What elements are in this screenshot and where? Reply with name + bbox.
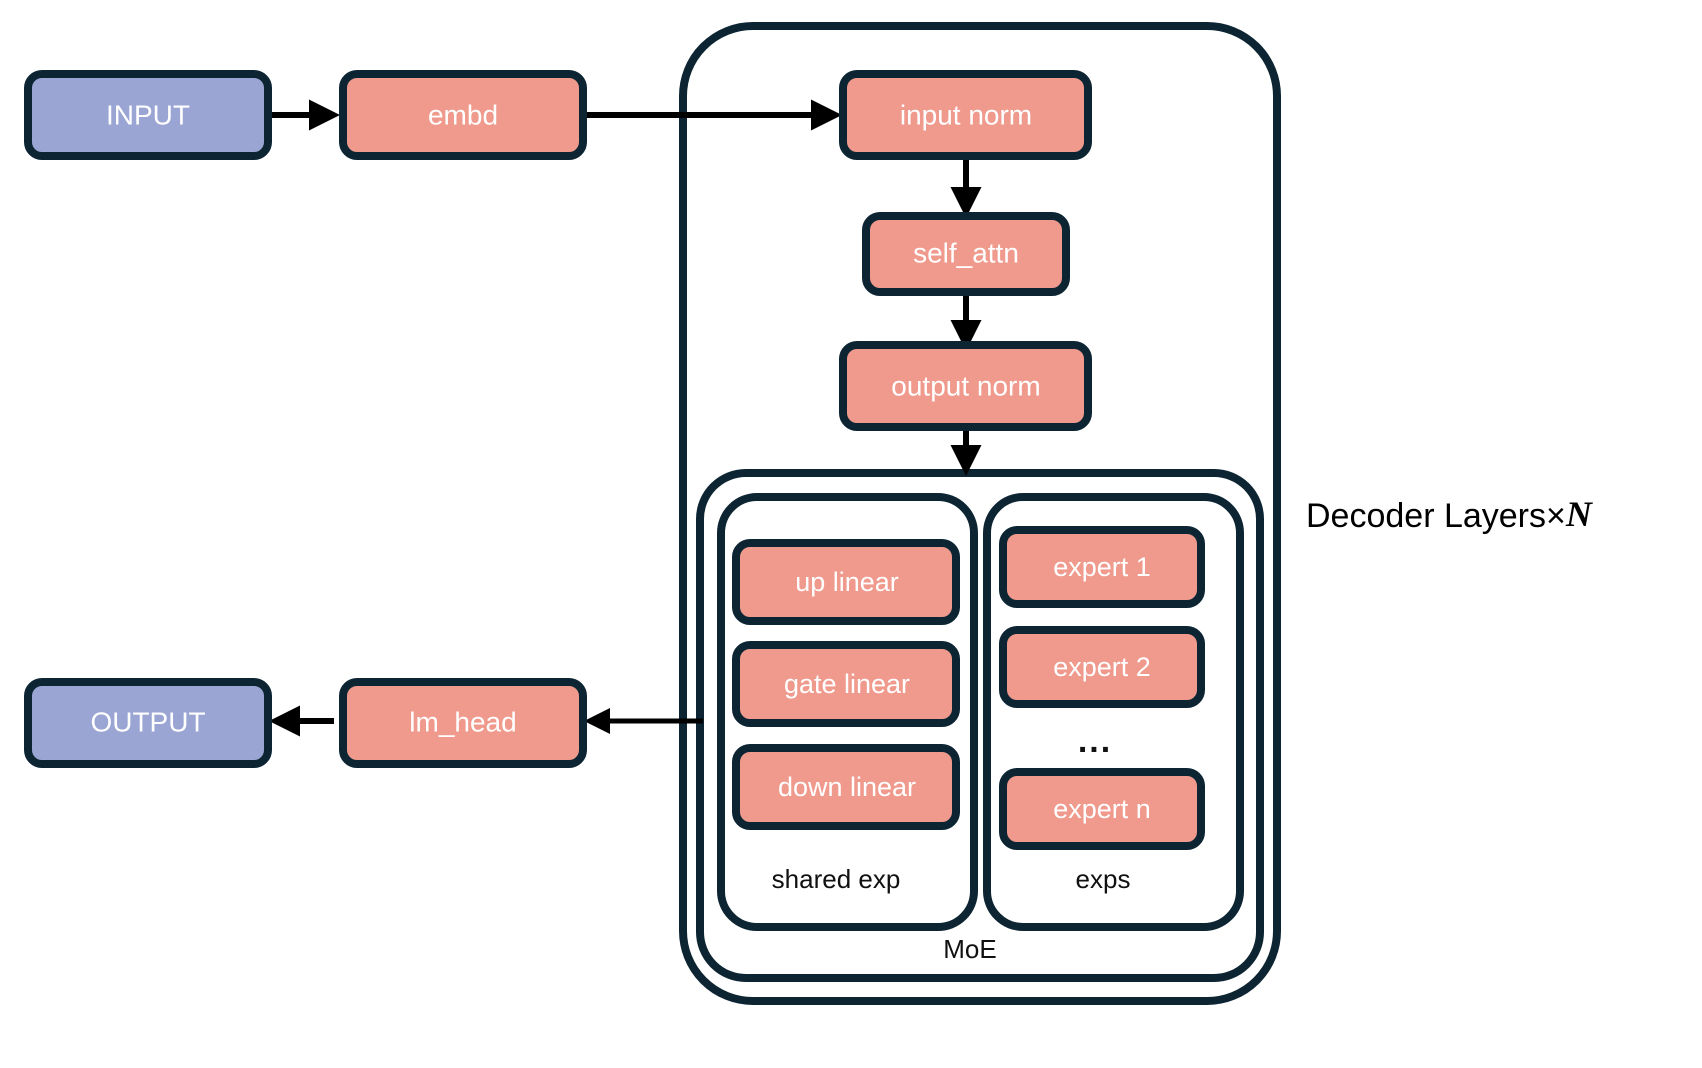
shared-expert-caption: shared exp [772, 864, 901, 894]
shared-expert-container: shared exp [717, 493, 978, 931]
node-expert-n[interactable]: expert n [999, 768, 1205, 850]
node-down-linear[interactable]: down linear [732, 744, 960, 830]
node-expert-1[interactable]: expert 1 [999, 526, 1205, 608]
node-self-attn[interactable]: self_attn [862, 212, 1070, 296]
node-input-norm[interactable]: input norm [839, 70, 1092, 160]
decoder-layers-side-label-text: Decoder Layers× [1306, 497, 1566, 535]
node-output-norm[interactable]: output norm [839, 341, 1092, 431]
experts-ellipsis: ... [1078, 722, 1112, 760]
moe-caption: MoE [943, 934, 996, 964]
node-expert-2[interactable]: expert 2 [999, 626, 1205, 708]
decoder-layers-container [679, 22, 1281, 1005]
node-embd[interactable]: embd [339, 70, 587, 160]
node-input[interactable]: INPUT [24, 70, 272, 160]
node-output[interactable]: OUTPUT [24, 678, 272, 768]
edges [268, 99, 982, 737]
svg-text:Decoder Layers×N: Decoder Layers×N [1306, 494, 1594, 535]
experts-container: exps [983, 493, 1244, 931]
decoder-layers-count: N [1565, 494, 1594, 534]
node-gate-linear[interactable]: gate linear [732, 641, 960, 727]
node-lm-head[interactable]: lm_head [339, 678, 587, 768]
decoder-layers-side-label: Decoder Layers×N [1306, 494, 1594, 535]
node-up-linear[interactable]: up linear [732, 539, 960, 625]
experts-caption: exps [1076, 864, 1131, 894]
